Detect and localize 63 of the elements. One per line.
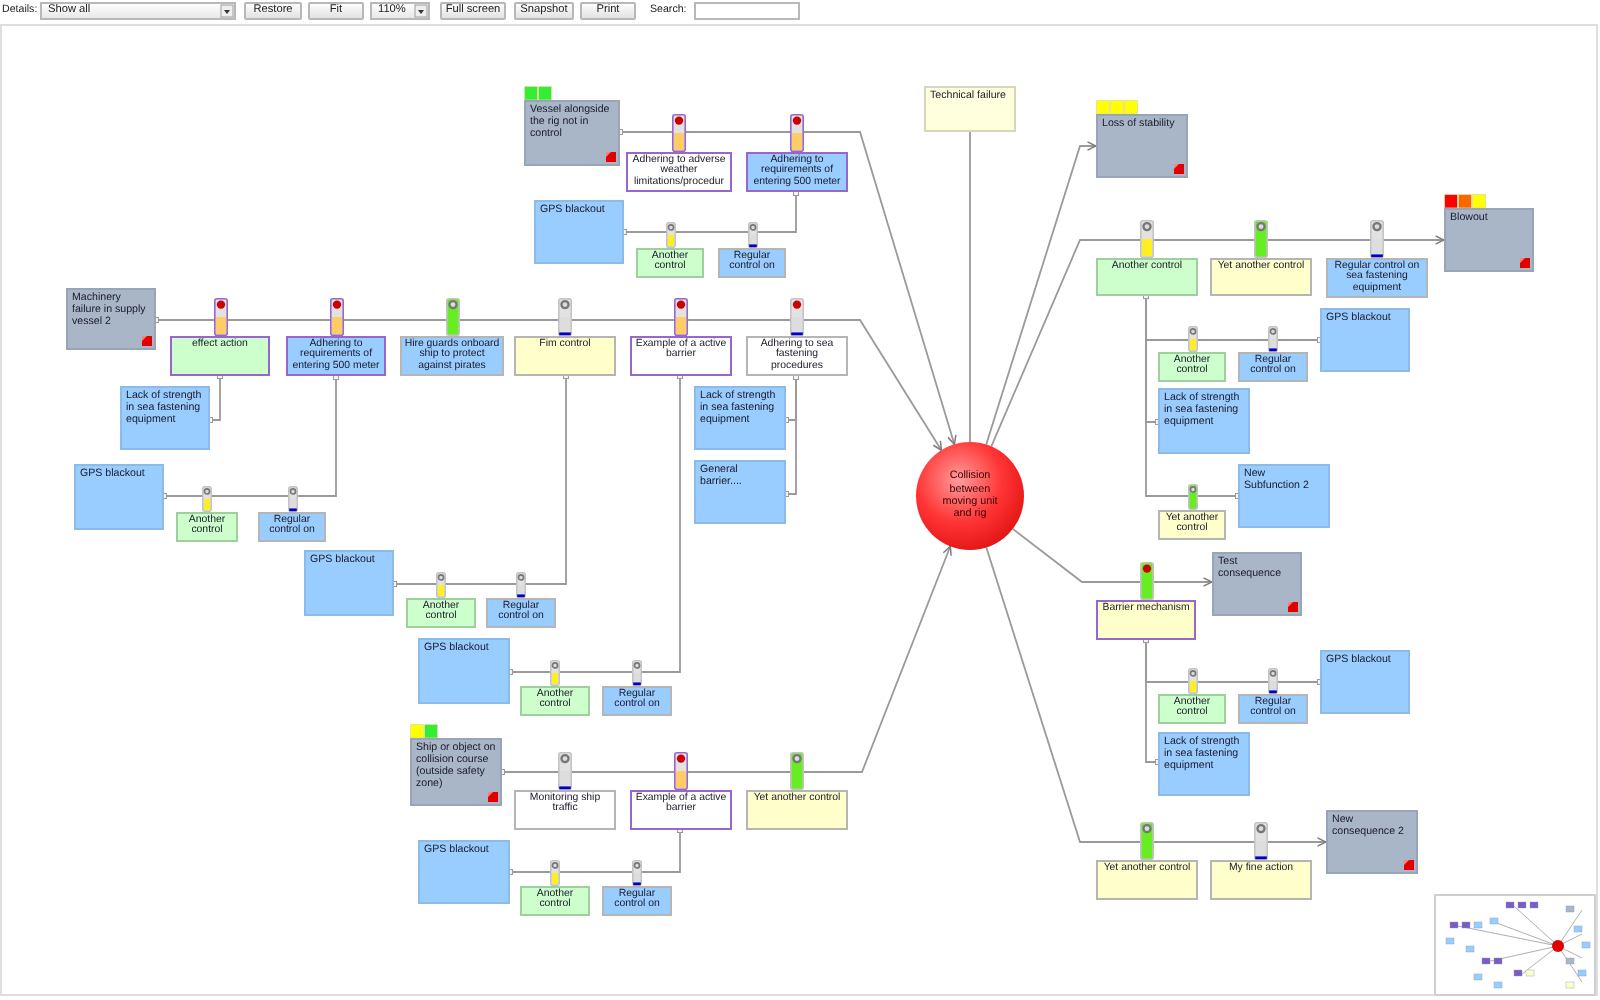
escalation-factor-box <box>120 386 210 450</box>
control-box <box>602 686 672 716</box>
connector-line <box>160 373 340 500</box>
control-box <box>1238 694 1308 724</box>
escalation-factor-box <box>418 840 510 904</box>
control-box <box>406 598 476 628</box>
connector-line <box>1011 528 1213 587</box>
threat-box <box>410 738 502 806</box>
connector-line <box>506 826 684 876</box>
connector-line <box>498 545 952 776</box>
connector-line <box>990 235 1445 448</box>
threat-box <box>524 100 620 166</box>
escalation-factor-box <box>1320 308 1410 372</box>
control-box <box>1158 694 1226 724</box>
connector-line <box>152 316 943 452</box>
control-box <box>520 686 590 716</box>
connector-line <box>969 131 971 443</box>
barrier-box <box>1096 258 1198 296</box>
barrier-box <box>746 336 848 377</box>
control-box <box>258 512 326 542</box>
control-box <box>520 886 590 916</box>
escalation-factor-box <box>694 386 786 450</box>
control-box <box>636 248 704 278</box>
connector-line <box>616 128 957 446</box>
escalation-factor-box <box>74 464 164 530</box>
control-box <box>486 598 556 628</box>
connector-line <box>620 189 800 236</box>
hazard-box <box>924 86 1016 132</box>
control-box <box>1238 352 1308 382</box>
escalation-factor-box <box>1158 388 1250 454</box>
barrier-box <box>1210 860 1312 900</box>
connector-line <box>1142 292 1242 500</box>
consequence-box <box>1096 114 1188 178</box>
consequence-box <box>1212 552 1302 616</box>
escalation-factor-box <box>1320 650 1410 714</box>
control-box <box>602 886 672 916</box>
escalation-factor-box <box>418 638 510 704</box>
control-box <box>176 512 238 542</box>
connector-line <box>390 372 570 588</box>
escalation-factor-box <box>534 200 624 264</box>
control-box <box>1158 352 1226 382</box>
barrier-box <box>630 790 732 830</box>
connector-line <box>506 372 684 676</box>
control-box <box>718 248 786 278</box>
consequence-box <box>1326 810 1418 874</box>
barrier-box <box>1096 860 1198 900</box>
barrier-box <box>630 336 732 376</box>
threat-box <box>66 288 156 350</box>
barrier-box <box>514 336 616 376</box>
barrier-box <box>746 790 848 830</box>
escalation-factor-box <box>1158 732 1250 796</box>
barrier-box <box>1096 600 1196 640</box>
barrier-box <box>514 790 616 830</box>
escalation-factor-box <box>304 550 394 616</box>
top-event-circle <box>916 442 1024 550</box>
connector-line <box>985 546 1327 847</box>
connector-line <box>985 141 1097 446</box>
barrier-box <box>1210 258 1312 296</box>
barrier-box <box>170 336 270 376</box>
escalation-factor-box <box>694 460 786 524</box>
connector-line <box>206 372 224 424</box>
escalation-factor-box <box>1238 464 1330 528</box>
consequence-box <box>1444 208 1534 272</box>
